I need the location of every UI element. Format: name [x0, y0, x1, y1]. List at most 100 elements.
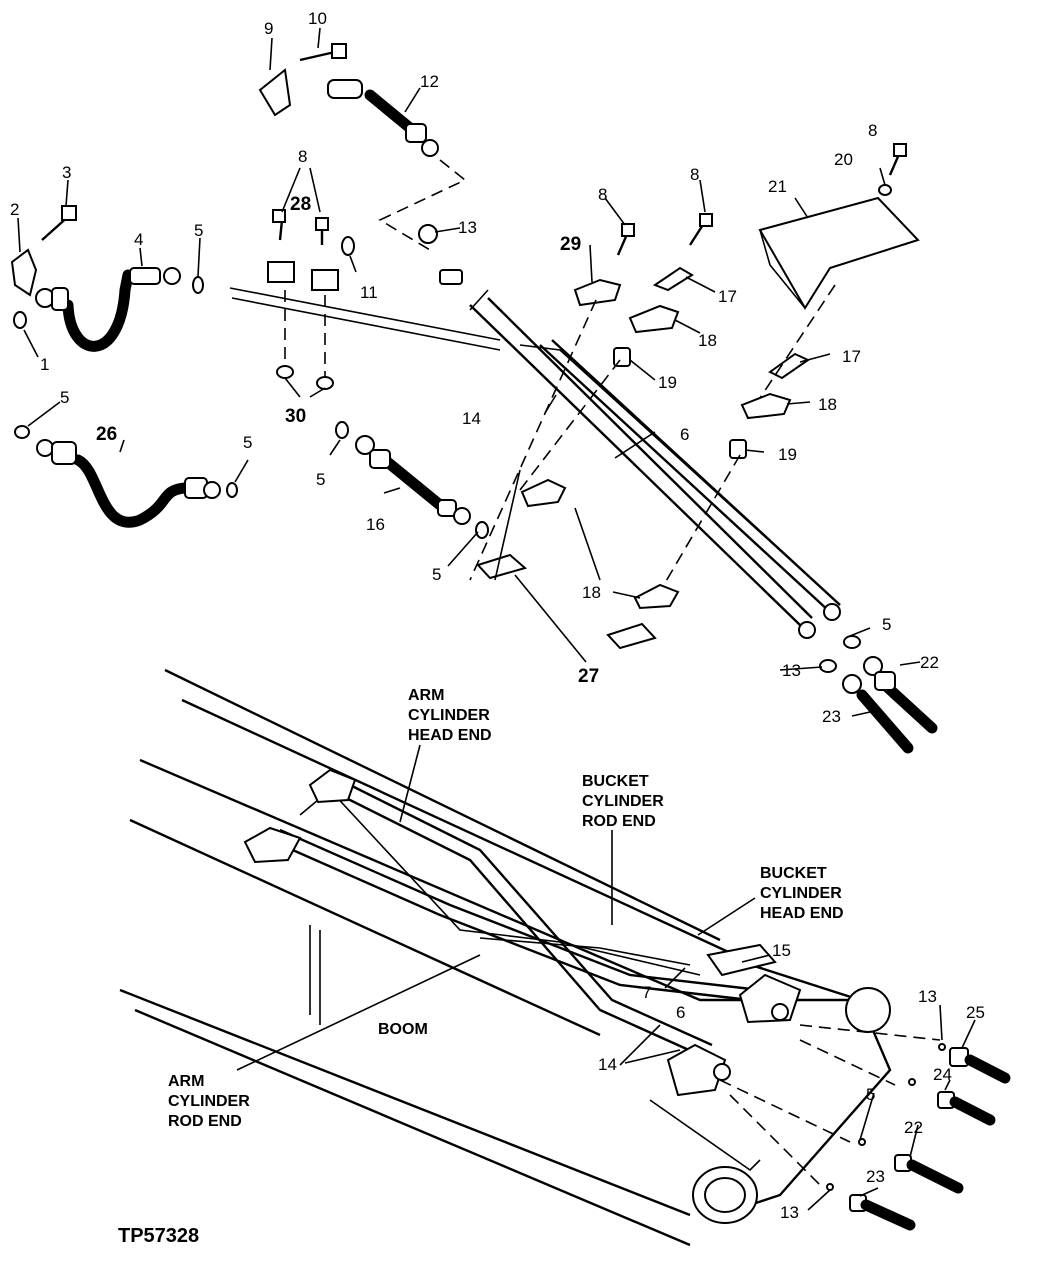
oring-11: [341, 236, 355, 256]
svg-text:CYLINDER: CYLINDER: [408, 707, 490, 724]
callout-21: 21: [768, 177, 787, 196]
callout-18b: 18: [818, 395, 837, 414]
svg-text:CYLINDER: CYLINDER: [168, 1093, 250, 1110]
callout-3: 3: [62, 163, 71, 182]
callout-19a: 19: [658, 373, 677, 392]
tube-break-mark: [469, 289, 489, 311]
washer-30: [276, 365, 334, 390]
hose-26: [36, 439, 221, 528]
clamp-17-18-upper: [613, 213, 713, 367]
svg-text:HEAD END: HEAD END: [760, 905, 844, 922]
clamp-29: [573, 223, 635, 307]
tube-6: [519, 344, 841, 606]
callout-23b: 23: [866, 1167, 885, 1186]
svg-text:ROD END: ROD END: [582, 813, 656, 830]
figure-code: TP57328: [118, 1225, 199, 1247]
callout-10: 10: [308, 9, 327, 28]
callout-8c: 8: [690, 165, 699, 184]
clamp-18-left: [520, 478, 567, 508]
fittings-22-23-24-25: [826, 1043, 1011, 1231]
clamp-2: [10, 248, 38, 297]
svg-text:ARM: ARM: [408, 687, 444, 704]
callout-14b: 14: [598, 1055, 617, 1074]
svg-text:HEAD END: HEAD END: [408, 727, 492, 744]
clamp-18-bottom: [633, 583, 680, 610]
callout-18a: 18: [698, 331, 717, 350]
callout-26: 26: [96, 424, 117, 445]
callout-13a: 13: [458, 218, 477, 237]
hose-4: [35, 267, 181, 352]
callout-leaders-upper: [17, 27, 921, 717]
bolt-3: [41, 205, 77, 241]
clamp-18b-leader: [654, 454, 741, 601]
hose-16: [355, 435, 471, 525]
callout-15: 15: [772, 941, 791, 960]
block-28: [267, 209, 339, 291]
block-28-leader: [284, 290, 326, 378]
callout-23a: 23: [822, 707, 841, 726]
callout-7: 7: [642, 983, 651, 1002]
callout-8a: 8: [298, 147, 307, 166]
callout-5d: 5: [316, 470, 325, 489]
callout-20: 20: [834, 150, 853, 169]
callout-16: 16: [366, 515, 385, 534]
label-bucket-cylinder-rod-end: BUCKET CYLINDER ROD END: [582, 773, 664, 830]
callout-17a: 17: [718, 287, 737, 306]
plate-27: [476, 553, 657, 650]
callout-13d: 13: [780, 1203, 799, 1222]
callout-22a: 22: [920, 653, 939, 672]
cover-21-leader: [759, 284, 836, 399]
callout-6b: 6: [676, 1003, 685, 1022]
tube-14: [229, 287, 841, 639]
callout-5f: 5: [882, 615, 891, 634]
fitting-13-top: [418, 224, 463, 285]
callout-5e: 5: [432, 565, 441, 584]
label-arm-cylinder-head-end: ARM CYLINDER HEAD END: [408, 687, 492, 744]
callout-leaders-lower: [236, 744, 976, 1211]
callout-29: 29: [560, 234, 581, 255]
callout-13c: 13: [918, 987, 937, 1006]
svg-text:CYLINDER: CYLINDER: [760, 885, 842, 902]
callout-18c: 18: [582, 583, 601, 602]
callout-5c: 5: [243, 433, 252, 452]
callout-19b: 19: [778, 445, 797, 464]
label-arm-cylinder-rod-end: ARM CYLINDER ROD END: [168, 1073, 250, 1130]
callout-28: 28: [290, 194, 311, 215]
svg-text:BUCKET: BUCKET: [760, 865, 827, 882]
boom-pivot-tube: [692, 987, 891, 1224]
callout-24: 24: [933, 1065, 952, 1084]
callout-14a: 14: [462, 409, 481, 428]
clamp-17-18-lower: [729, 352, 811, 459]
callout-5b: 5: [60, 388, 69, 407]
clamp-29-leader: [469, 299, 597, 581]
callout-6a: 6: [680, 425, 689, 444]
svg-text:ROD END: ROD END: [168, 1113, 242, 1130]
callout-numbers: 1 2 3 4 5 5 5 5 5 5 5 6 6 7 8 8 8 8 9 10…: [10, 9, 985, 1222]
hose-22-23: [842, 656, 938, 754]
washers-5-13: [14, 276, 861, 673]
callout-1: 1: [40, 355, 49, 374]
callout-9: 9: [264, 19, 273, 38]
callout-4: 4: [134, 230, 143, 249]
callout-5g: 5: [866, 1085, 875, 1104]
callout-5a: 5: [194, 221, 203, 240]
callout-30: 30: [285, 406, 306, 427]
label-boom: BOOM: [378, 1021, 428, 1038]
bolt-10: [299, 43, 347, 62]
hose-12-leader: [378, 159, 467, 251]
svg-text:ARM: ARM: [168, 1073, 204, 1090]
callout-22b: 22: [904, 1118, 923, 1137]
boom-assembly: [119, 668, 892, 1247]
svg-text:BUCKET: BUCKET: [582, 773, 649, 790]
label-bucket-cylinder-head-end: BUCKET CYLINDER HEAD END: [760, 865, 844, 922]
callout-12: 12: [420, 72, 439, 91]
callout-17b: 17: [842, 347, 861, 366]
clamp-9: [258, 68, 292, 117]
callout-13b: 13: [782, 661, 801, 680]
callout-27: 27: [578, 666, 599, 687]
callout-2: 2: [10, 200, 19, 219]
hose-12: [327, 79, 439, 157]
svg-text:CYLINDER: CYLINDER: [582, 793, 664, 810]
